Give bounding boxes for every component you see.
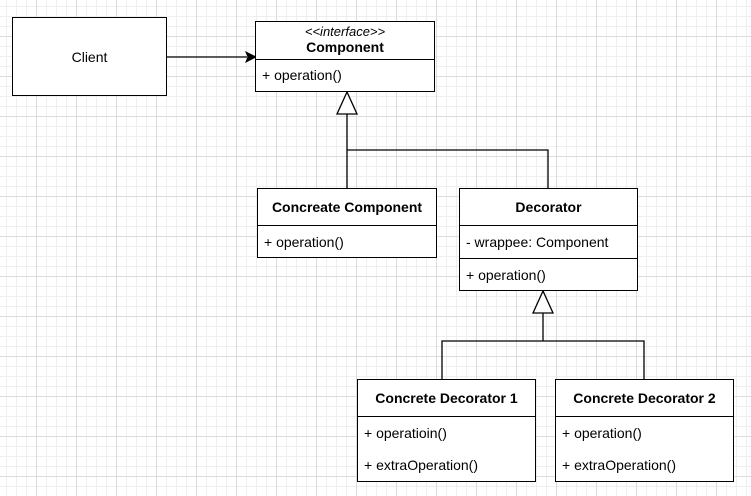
field: - wrappee: Component <box>466 234 609 250</box>
concrete-component-methods: + operation() <box>258 226 436 258</box>
association-client-component <box>166 50 258 64</box>
decorator-class[interactable]: Decorator - wrappee: Component + operati… <box>459 188 638 291</box>
concrete-decorator-1-class[interactable]: Concrete Decorator 1 + operatioin() + ex… <box>357 379 536 482</box>
component-header: <<interface>> Component <box>256 22 434 60</box>
generalization-to-component <box>335 90 549 188</box>
concrete-decorator-2-header: Concrete Decorator 2 <box>556 380 733 417</box>
decorator-name: Decorator <box>515 199 582 215</box>
method: + operatioin() <box>364 425 447 441</box>
concrete-decorator-2-methods: + operation() + extraOperation() <box>556 417 733 481</box>
component-stereotype: <<interface>> <box>304 24 386 39</box>
method: + operation() <box>262 67 342 83</box>
component-methods: + operation() <box>256 60 434 91</box>
component-name: Component <box>306 39 384 55</box>
concrete-component-class[interactable]: Concreate Component + operation() <box>257 188 437 258</box>
decorator-header: Decorator <box>460 189 637 226</box>
generalization-to-decorator <box>441 289 645 379</box>
concrete-component-header: Concreate Component <box>258 189 436 226</box>
concrete-decorator-2-class[interactable]: Concrete Decorator 2 + operation() + ext… <box>555 379 734 482</box>
component-class[interactable]: <<interface>> Component + operation() <box>255 21 435 92</box>
concrete-component-name: Concreate Component <box>271 199 423 215</box>
inheritance-triangle-component <box>335 90 359 115</box>
method: + extraOperation() <box>562 457 676 473</box>
decorator-methods: + operation() <box>460 259 637 291</box>
method: + operation() <box>466 267 546 283</box>
method: + operation() <box>562 425 642 441</box>
concrete-decorator-1-name: Concrete Decorator 1 <box>375 390 518 406</box>
concrete-decorator-1-header: Concrete Decorator 1 <box>358 380 535 417</box>
concrete-decorator-1-methods: + operatioin() + extraOperation() <box>358 417 535 481</box>
concrete-decorator-2-name: Concrete Decorator 2 <box>573 390 716 406</box>
method: + extraOperation() <box>364 457 478 473</box>
method: + operation() <box>264 234 344 250</box>
client-label: Client <box>71 48 108 65</box>
decorator-fields: - wrappee: Component <box>460 226 637 259</box>
client-box[interactable]: Client <box>12 17 167 96</box>
inheritance-triangle-decorator <box>531 289 555 314</box>
